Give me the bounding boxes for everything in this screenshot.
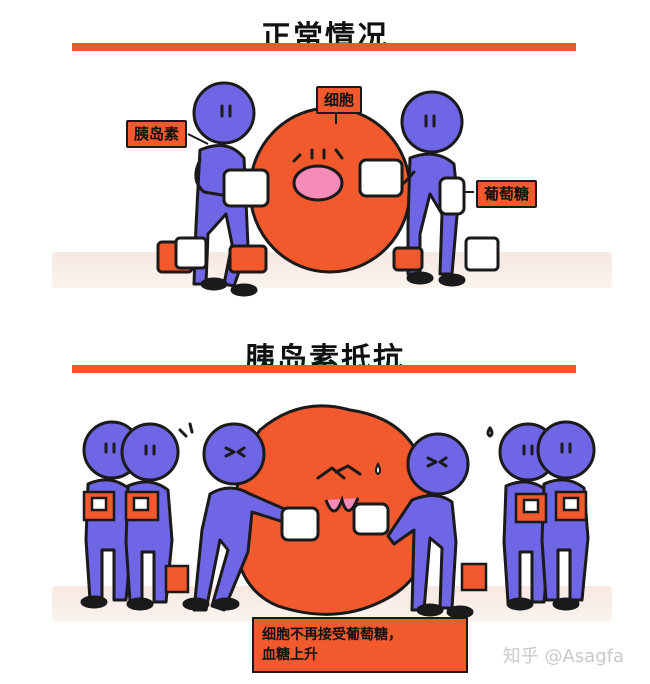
label-insulin: 胰岛素	[126, 120, 188, 148]
caption-line-2: 血糖上升	[262, 647, 318, 663]
insulin-figure-left	[192, 81, 258, 297]
glucose-cube-top-left-hand	[222, 168, 270, 208]
glucose-cube-top-floor-left	[156, 236, 268, 274]
pusher-figure-right	[386, 426, 494, 619]
glucose-boxes-right-group	[514, 490, 588, 524]
label-glucose: 葡萄糖	[476, 180, 538, 208]
glucose-cube-top-floor-right	[392, 236, 500, 272]
glucose-boxes-left-group	[82, 490, 160, 522]
label-cell: 细胞	[316, 86, 363, 114]
caption-line-1: 细胞不再接受葡萄糖，	[262, 627, 402, 643]
cell-normal	[248, 106, 412, 274]
title-underline-bottom	[72, 365, 576, 373]
glucose-cube-bottom-floor	[164, 562, 488, 594]
cell-resistant	[232, 404, 432, 616]
glucose-cube-top-right-hand	[358, 158, 466, 216]
pusher-figure-left	[178, 422, 298, 612]
glucose-cube-bottom-right-hand	[352, 502, 390, 536]
glucose-cube-bottom-left-hand	[280, 506, 320, 542]
title-underline	[72, 43, 576, 51]
watermark: 知乎 @Asagfa	[502, 646, 624, 667]
resistance-caption: 细胞不再接受葡萄糖， 血糖上升	[252, 617, 468, 673]
